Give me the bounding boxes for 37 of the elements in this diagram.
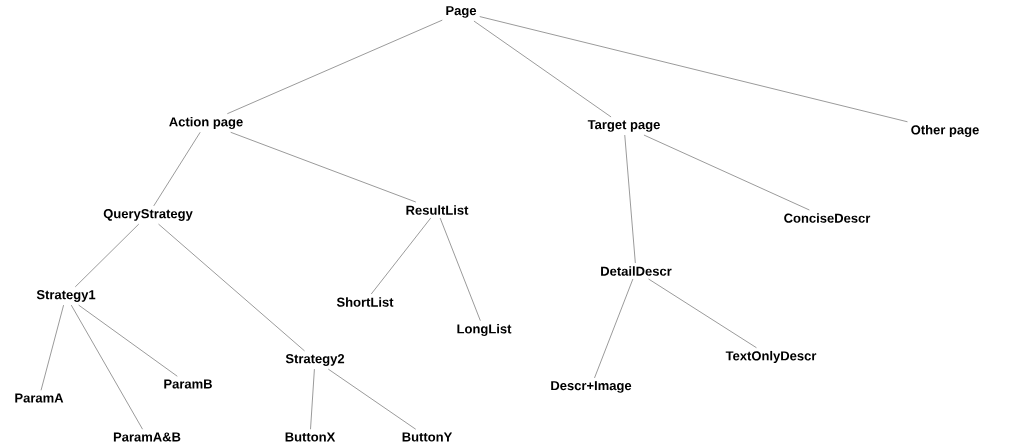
tree-label: Strategy2 bbox=[285, 354, 345, 366]
tree-label: ParamA bbox=[15, 393, 64, 403]
tree-label: LongList bbox=[457, 323, 512, 337]
tree-label: Target page bbox=[587, 120, 660, 132]
tree-label: Other page bbox=[911, 124, 979, 138]
tree-label: ParamB bbox=[164, 379, 212, 389]
tree-branch bbox=[71, 304, 143, 430]
tree-branch bbox=[230, 132, 417, 203]
tree-branch bbox=[439, 217, 481, 321]
tree-label: Strategy1 bbox=[36, 290, 96, 302]
tree-label: ConciseDescr bbox=[784, 213, 871, 223]
tree-branch bbox=[643, 134, 810, 211]
tree-branch bbox=[158, 223, 305, 352]
tree-label: QueryStrategy bbox=[103, 209, 193, 221]
tree-branch bbox=[78, 304, 178, 377]
tree-branch bbox=[40, 304, 64, 391]
tree-label: ResultList bbox=[406, 205, 469, 215]
tree-label: Page bbox=[446, 6, 477, 18]
tree-label: ShortList bbox=[336, 297, 394, 307]
tree-branch bbox=[479, 16, 908, 122]
tree-branch bbox=[624, 134, 636, 264]
tree-label: Action page bbox=[169, 116, 243, 130]
tree-label: ButtonX bbox=[285, 432, 336, 442]
tree-branch bbox=[310, 368, 315, 430]
tree-branch bbox=[227, 19, 443, 114]
tree-branch bbox=[328, 368, 416, 430]
tree-branch bbox=[75, 223, 139, 288]
tree-label: ButtonY bbox=[402, 432, 453, 442]
tree-branch bbox=[153, 132, 201, 207]
tree-label: ParamA&B bbox=[113, 432, 181, 442]
tree-label: DetailDescr bbox=[601, 266, 672, 276]
tree-branch bbox=[473, 20, 612, 118]
tree-label: Descr+Image bbox=[551, 381, 632, 393]
tree-branch bbox=[371, 217, 431, 295]
tree-branch bbox=[648, 278, 757, 348]
tree-branch bbox=[594, 278, 634, 379]
tree-label: TextOnlyDescr bbox=[725, 350, 817, 364]
